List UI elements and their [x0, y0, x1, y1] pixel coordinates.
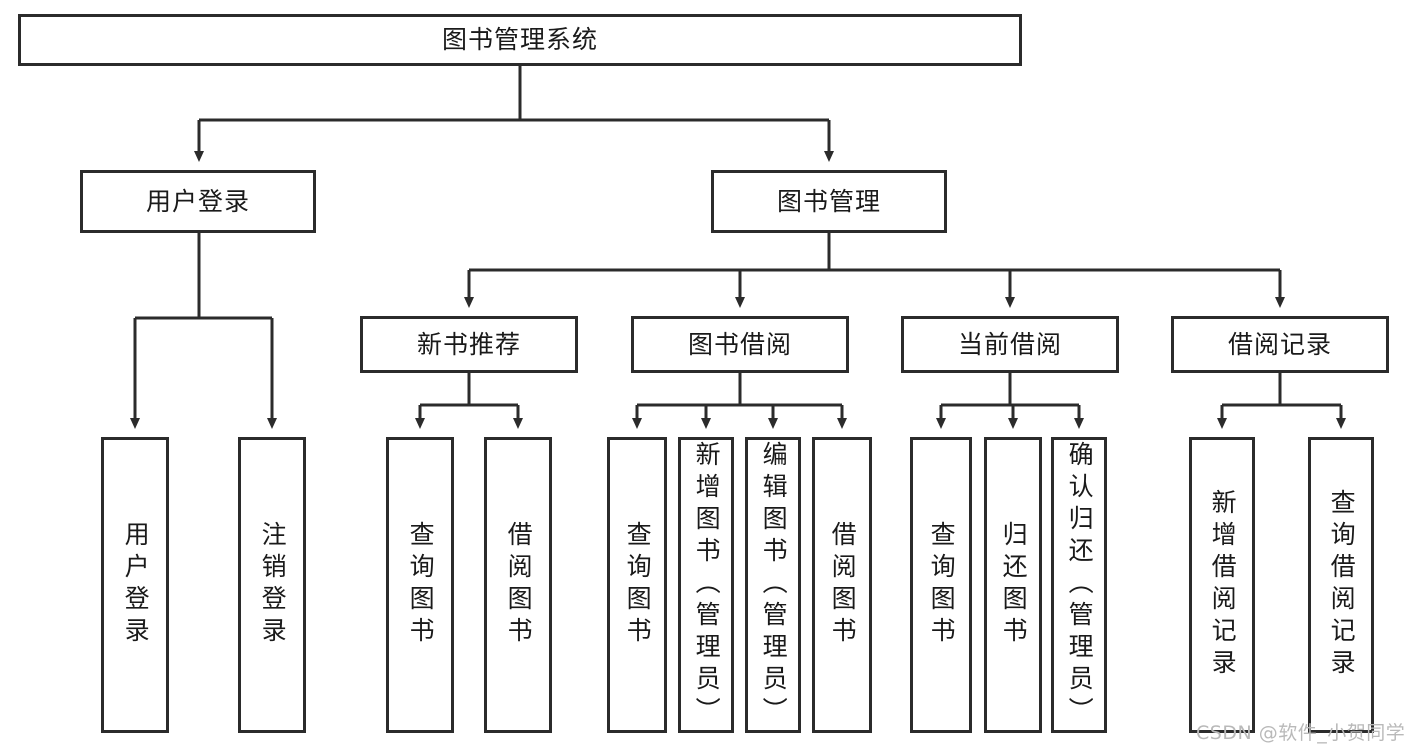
node-leaf-user-logout[interactable]: 注销登录 [238, 437, 306, 733]
node-leaf-borrow-book-1[interactable]: 借阅图书 [484, 437, 552, 733]
node-leaf-add-record[interactable]: 新增借阅记录 [1189, 437, 1255, 733]
node-leaf-add-book-label: 新增图书（管理员） [692, 441, 722, 729]
node-leaf-add-record-label: 新增借阅记录 [1208, 489, 1238, 681]
node-book-management[interactable]: 图书管理 [711, 170, 947, 233]
node-leaf-query-record-label: 查询借阅记录 [1327, 489, 1357, 681]
node-leaf-add-book[interactable]: 新增图书（管理员） [678, 437, 734, 733]
node-leaf-query-record[interactable]: 查询借阅记录 [1308, 437, 1374, 733]
node-leaf-user-logout-label: 注销登录 [258, 521, 288, 649]
node-current-borrow-label: 当前借阅 [957, 329, 1062, 359]
node-leaf-query-book-1-label: 查询图书 [406, 521, 436, 649]
node-new-book-recommend[interactable]: 新书推荐 [360, 316, 578, 373]
node-leaf-confirm-return[interactable]: 确认归还（管理员） [1051, 437, 1107, 733]
node-leaf-user-login[interactable]: 用户登录 [101, 437, 169, 733]
node-leaf-return-book-label: 归还图书 [999, 521, 1029, 649]
node-book-borrow-label: 图书借阅 [687, 329, 792, 359]
node-leaf-user-login-label: 用户登录 [121, 521, 151, 649]
node-leaf-borrow-book-1-label: 借阅图书 [504, 521, 534, 649]
node-user-login-label: 用户登录 [145, 186, 250, 216]
node-leaf-query-book-3-label: 查询图书 [927, 521, 957, 649]
node-root[interactable]: 图书管理系统 [18, 14, 1022, 66]
node-leaf-confirm-return-label: 确认归还（管理员） [1065, 441, 1095, 729]
node-borrow-record-label: 借阅记录 [1227, 329, 1332, 359]
node-leaf-query-book-2[interactable]: 查询图书 [607, 437, 667, 733]
node-current-borrow[interactable]: 当前借阅 [901, 316, 1119, 373]
node-root-label: 图书管理系统 [441, 25, 598, 55]
node-leaf-borrow-book-2-label: 借阅图书 [828, 521, 858, 649]
node-user-login[interactable]: 用户登录 [80, 170, 316, 233]
node-borrow-record[interactable]: 借阅记录 [1171, 316, 1389, 373]
csdn-watermark: CSDN @软件_小贺同学 [1196, 722, 1405, 744]
node-leaf-borrow-book-2[interactable]: 借阅图书 [812, 437, 872, 733]
node-leaf-query-book-3[interactable]: 查询图书 [910, 437, 972, 733]
node-new-book-recommend-label: 新书推荐 [416, 329, 521, 359]
node-book-borrow[interactable]: 图书借阅 [631, 316, 849, 373]
node-book-management-label: 图书管理 [776, 186, 881, 216]
node-leaf-query-book-1[interactable]: 查询图书 [386, 437, 454, 733]
node-leaf-query-book-2-label: 查询图书 [623, 521, 653, 649]
node-leaf-edit-book-label: 编辑图书（管理员） [759, 441, 789, 729]
node-leaf-return-book[interactable]: 归还图书 [984, 437, 1042, 733]
node-leaf-edit-book[interactable]: 编辑图书（管理员） [745, 437, 801, 733]
